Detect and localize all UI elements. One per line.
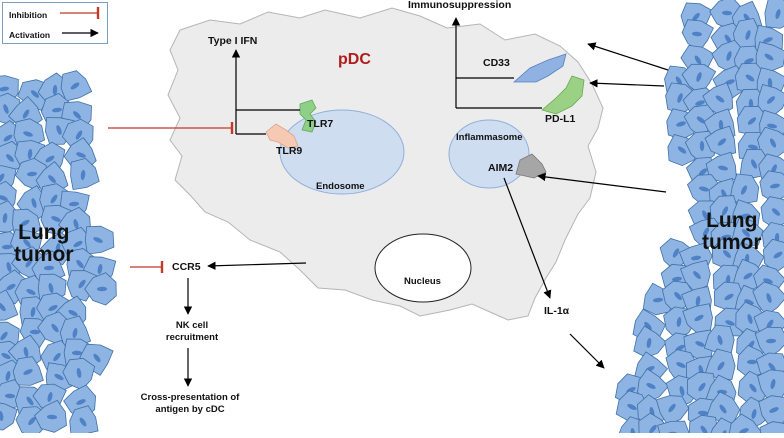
inflammasome bbox=[449, 120, 529, 188]
tumor-cell bbox=[760, 422, 784, 433]
pdc-title: pDC bbox=[338, 52, 371, 68]
pdl1-label: PD-L1 bbox=[545, 114, 575, 125]
tumor-to-cd33-arrow bbox=[588, 44, 668, 70]
lung-tumor-left-label: Lung tumor bbox=[14, 222, 74, 266]
il1a-to-tumor-arrow bbox=[570, 334, 604, 368]
nucleus bbox=[375, 234, 471, 302]
nucleus-label: Nucleus bbox=[404, 277, 441, 287]
inflammasome-label: Inflammasome bbox=[456, 133, 523, 143]
endosome-label: Endosome bbox=[316, 182, 365, 192]
lung-tumor-right-label: Lung tumor bbox=[702, 210, 762, 254]
il1a-label: IL-1α bbox=[544, 306, 569, 317]
pdc-to-ccr5-arrow bbox=[208, 263, 306, 266]
cross-presentation-label: Cross-presentation of antigen by cDC bbox=[141, 392, 240, 417]
tumor-cell-nucleus bbox=[30, 330, 40, 334]
tumor-cell bbox=[765, 0, 784, 28]
tlr7-label: TLR7 bbox=[307, 119, 333, 130]
tumor-cell-nucleus bbox=[747, 360, 757, 364]
cd33-label: CD33 bbox=[483, 58, 510, 69]
immunosuppression-label: Immunosuppression bbox=[408, 0, 511, 11]
ccr5-label: CCR5 bbox=[172, 262, 201, 273]
tumor-to-pdl1-arrow bbox=[590, 83, 664, 86]
nk-recruitment-label: NK cell recruitment bbox=[166, 320, 218, 345]
aim2-label: AIM2 bbox=[488, 163, 513, 174]
tlr9-label: TLR9 bbox=[276, 146, 302, 157]
type1-ifn-label: Type I IFN bbox=[208, 36, 257, 47]
